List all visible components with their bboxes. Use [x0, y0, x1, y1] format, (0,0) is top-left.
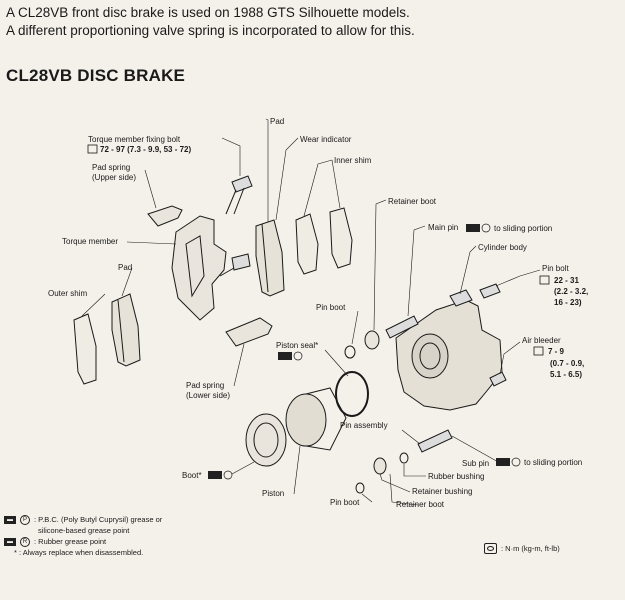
main-pin-part: [385, 315, 419, 339]
label-pad-spring-lower-2: (Lower side): [186, 391, 230, 400]
label-pin-bolt-spec-2: (2.2 - 3.2,: [554, 287, 588, 296]
label-sub-pin: Sub pin: [462, 459, 489, 468]
label-pad-top: Pad: [270, 117, 284, 126]
piston-seal-part: [335, 371, 369, 417]
label-pad-spring-lower-1: Pad spring: [186, 381, 224, 390]
piston-part: [285, 393, 327, 447]
label-rubber-bushing: Rubber bushing: [428, 472, 484, 481]
intro-line-2: A different proportioning valve spring i…: [6, 23, 415, 38]
label-air-bleeder: Air bleeder: [522, 336, 561, 345]
units-legend: : N·m (kg-m, ft-lb): [484, 543, 560, 554]
label-retainer-boot-top: Retainer boot: [388, 197, 437, 206]
pad-left-part: [111, 293, 141, 367]
grease-r-symbol: ▬: [4, 537, 16, 546]
pin-boot-top-part: [344, 345, 356, 359]
label-retainer-boot-bottom: Retainer boot: [396, 500, 445, 509]
legend-r-text: : Rubber grease point: [34, 537, 107, 546]
legend-row-p: ▬ P : P.B.C. (Poly Butyl Cuprysil) greas…: [4, 514, 162, 525]
legend-p-text-2: silicone-based grease point: [38, 526, 130, 535]
rubber-bushing-part: [399, 452, 409, 464]
label-boot: Boot*: [182, 471, 202, 480]
grease-r-symbol: [278, 352, 292, 360]
label-sub-pin-note: to sliding portion: [524, 458, 582, 467]
label-torque-member: Torque member: [62, 237, 118, 246]
label-pin-boot-top: Pin boot: [316, 303, 346, 312]
label-retainer-bushing: Retainer bushing: [412, 487, 472, 496]
intro-text: A CL28VB front disc brake is used on 198…: [6, 4, 415, 40]
legend-row-r: ▬ R : Rubber grease point: [4, 536, 162, 547]
units-text: : N·m (kg-m, ft-lb): [501, 544, 560, 553]
grease-r-symbol: [466, 224, 480, 232]
label-outer-shim: Outer shim: [48, 289, 87, 298]
label-pin-bolt-spec-1: 22 - 31: [554, 276, 579, 285]
label-inner-shim: Inner shim: [334, 156, 372, 165]
retainer-bushing-part: [373, 457, 387, 475]
torque-member-part: [171, 215, 227, 321]
boot-part: [245, 413, 287, 467]
label-pin-boot-bottom: Pin boot: [330, 498, 360, 507]
intro-line-1: A CL28VB front disc brake is used on 198…: [6, 5, 410, 20]
pad-top-part: [255, 219, 285, 297]
grease-p-symbol: ▬: [4, 515, 16, 524]
label-pin-bolt: Pin bolt: [542, 264, 569, 273]
pad-spring-upper-part: [147, 205, 183, 227]
r-circle-icon: [223, 470, 233, 480]
label-piston: Piston: [262, 489, 284, 498]
legend-row-star: * : Always replace when disassembled.: [4, 547, 162, 558]
label-torque-member-fixing-bolt: Torque member fixing bolt: [88, 135, 181, 144]
label-main-pin-note: to sliding portion: [494, 224, 552, 233]
label-piston-seal: Piston seal*: [276, 341, 318, 350]
legend: ▬ P : P.B.C. (Poly Butyl Cuprysil) greas…: [4, 514, 162, 558]
grease-r-symbol: [208, 471, 222, 479]
label-pad-spring-upper-2: (Upper side): [92, 173, 136, 182]
label-pin-assembly: Pin assembly: [340, 421, 388, 430]
label-air-bleeder-spec-1: 7 - 9: [548, 347, 565, 356]
pin-bolt-part: [479, 283, 501, 299]
pad-spring-lower-part: [225, 317, 273, 347]
torque-wrench-icon: [87, 144, 98, 154]
pin-boot-bottom-part: [355, 482, 365, 494]
label-air-bleeder-spec-2: (0.7 - 0.9,: [550, 359, 584, 368]
torque-wrench-icon: [533, 346, 544, 356]
torque-wrench-icon: [484, 543, 497, 554]
label-pad-left: Pad: [118, 263, 132, 272]
legend-row-p2: silicone-based grease point: [4, 525, 162, 536]
inner-shim-2: [329, 207, 353, 269]
label-torque-bolt-spec: 72 - 97 (7.3 - 9.9, 53 - 72): [100, 145, 191, 154]
sub-pin-part: [417, 429, 453, 453]
r-circle-icon: [481, 223, 491, 233]
r-circle-icon: R: [20, 536, 30, 547]
torque-bolt-part: [231, 175, 253, 193]
outer-shim-part: [73, 313, 97, 385]
air-bleeder-part: [489, 371, 507, 387]
grease-r-symbol: [496, 458, 510, 466]
p-circle-icon: P: [20, 514, 30, 525]
label-wear-indicator: Wear indicator: [300, 135, 352, 144]
retainer-boot-top-part: [364, 330, 380, 350]
page-title: CL28VB DISC BRAKE: [6, 66, 186, 85]
legend-p-text: : P.B.C. (Poly Butyl Cuprysil) grease or: [34, 515, 163, 524]
label-pad-spring-upper-1: Pad spring: [92, 163, 130, 172]
label-cylinder-body: Cylinder body: [478, 243, 527, 252]
r-circle-icon: [293, 351, 303, 361]
label-air-bleeder-spec-3: 5.1 - 6.5): [550, 370, 582, 379]
r-circle-icon: [511, 457, 521, 467]
label-pin-bolt-spec-3: 16 - 23): [554, 298, 582, 307]
label-main-pin: Main pin: [428, 223, 458, 232]
legend-star-text: * : Always replace when disassembled.: [14, 548, 144, 557]
inner-shim-1: [295, 213, 319, 275]
torque-wrench-icon: [539, 275, 550, 285]
